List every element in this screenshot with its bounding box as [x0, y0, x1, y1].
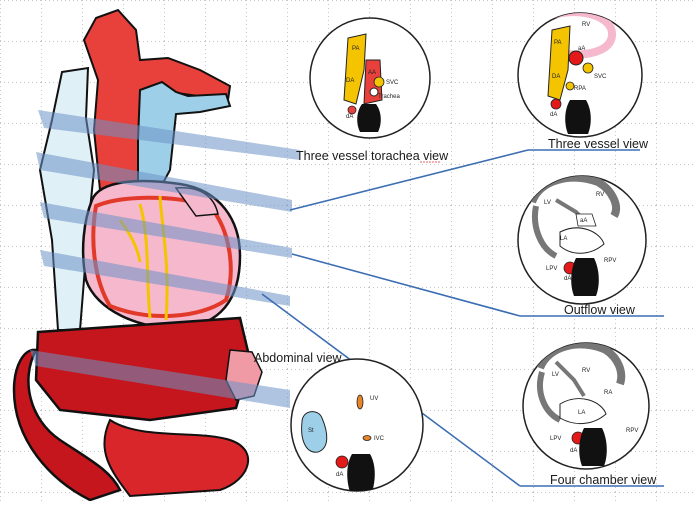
label-rpv: RPV [604, 258, 616, 264]
label-da-desc: dA [564, 276, 571, 282]
da-desc-dot [551, 99, 561, 109]
label-da: DA [346, 78, 354, 84]
label-la: LA [560, 236, 567, 242]
label-aa: aA [578, 46, 585, 52]
spine-shape [565, 100, 591, 134]
label-lv: LV [544, 200, 551, 206]
label-lpv: LPV [550, 436, 561, 442]
spine-shape [571, 258, 599, 296]
label-rv: RV [596, 192, 604, 198]
title-three-vessel: Three vessel view [548, 137, 649, 151]
label-trachea: Trachea [378, 94, 400, 100]
da-desc-dot [348, 106, 356, 114]
view-four-chamber: LV RV RA LA LPV RPV dA [523, 343, 649, 469]
label-da-desc: dA [346, 114, 353, 120]
title-outflow: Outflow view [564, 303, 636, 317]
label-st: St [308, 428, 314, 434]
label-uv: UV [370, 396, 378, 402]
label-svc: SVC [386, 80, 399, 86]
title-four-chamber: Four chamber view [550, 473, 657, 487]
label-lv: LV [552, 372, 559, 378]
label-pa: PA [554, 40, 562, 46]
label-aa: AA [368, 70, 376, 76]
view-abdominal: UV St IVC dA [291, 359, 423, 492]
label-rv: RV [582, 368, 590, 374]
svc-vessel [583, 63, 593, 73]
da-desc-dot [336, 456, 348, 468]
title-three-vessel-trachea: Three vessel torachea view [296, 149, 449, 163]
view-three-vessel: RV PA DA aA SVC RPA dA [518, 12, 642, 137]
rpa-vessel [566, 82, 574, 90]
ivc-vessel [363, 436, 371, 441]
label-lpv: LPV [546, 266, 557, 272]
spine-shape [357, 104, 381, 132]
label-la: LA [578, 410, 585, 416]
label-da-desc: dA [336, 472, 343, 478]
label-aa: aA [580, 218, 587, 224]
title-abdominal: Abdominal view [254, 351, 343, 365]
label-rv: RV [582, 22, 590, 28]
label-da-desc: dA [570, 448, 577, 454]
label-rpa: RPA [574, 86, 586, 92]
label-rpv: RPV [626, 428, 638, 434]
spine-shape [347, 454, 375, 492]
trachea-ring [370, 88, 378, 96]
view-outflow: LV RV aA LA LPV RPV dA [518, 176, 646, 304]
label-da-desc: dA [550, 112, 557, 118]
label-ivc: IVC [374, 436, 385, 442]
label-ra: RA [604, 390, 612, 396]
svc-vessel [374, 77, 384, 87]
uv-vessel [357, 395, 363, 409]
label-svc: SVC [594, 74, 607, 80]
spine-shape [579, 428, 607, 466]
label-pa: PA [352, 46, 360, 52]
aa-vessel [569, 51, 583, 65]
label-da: DA [552, 74, 560, 80]
view-three-vessel-trachea: PA DA AA SVC Trachea dA [310, 18, 430, 138]
